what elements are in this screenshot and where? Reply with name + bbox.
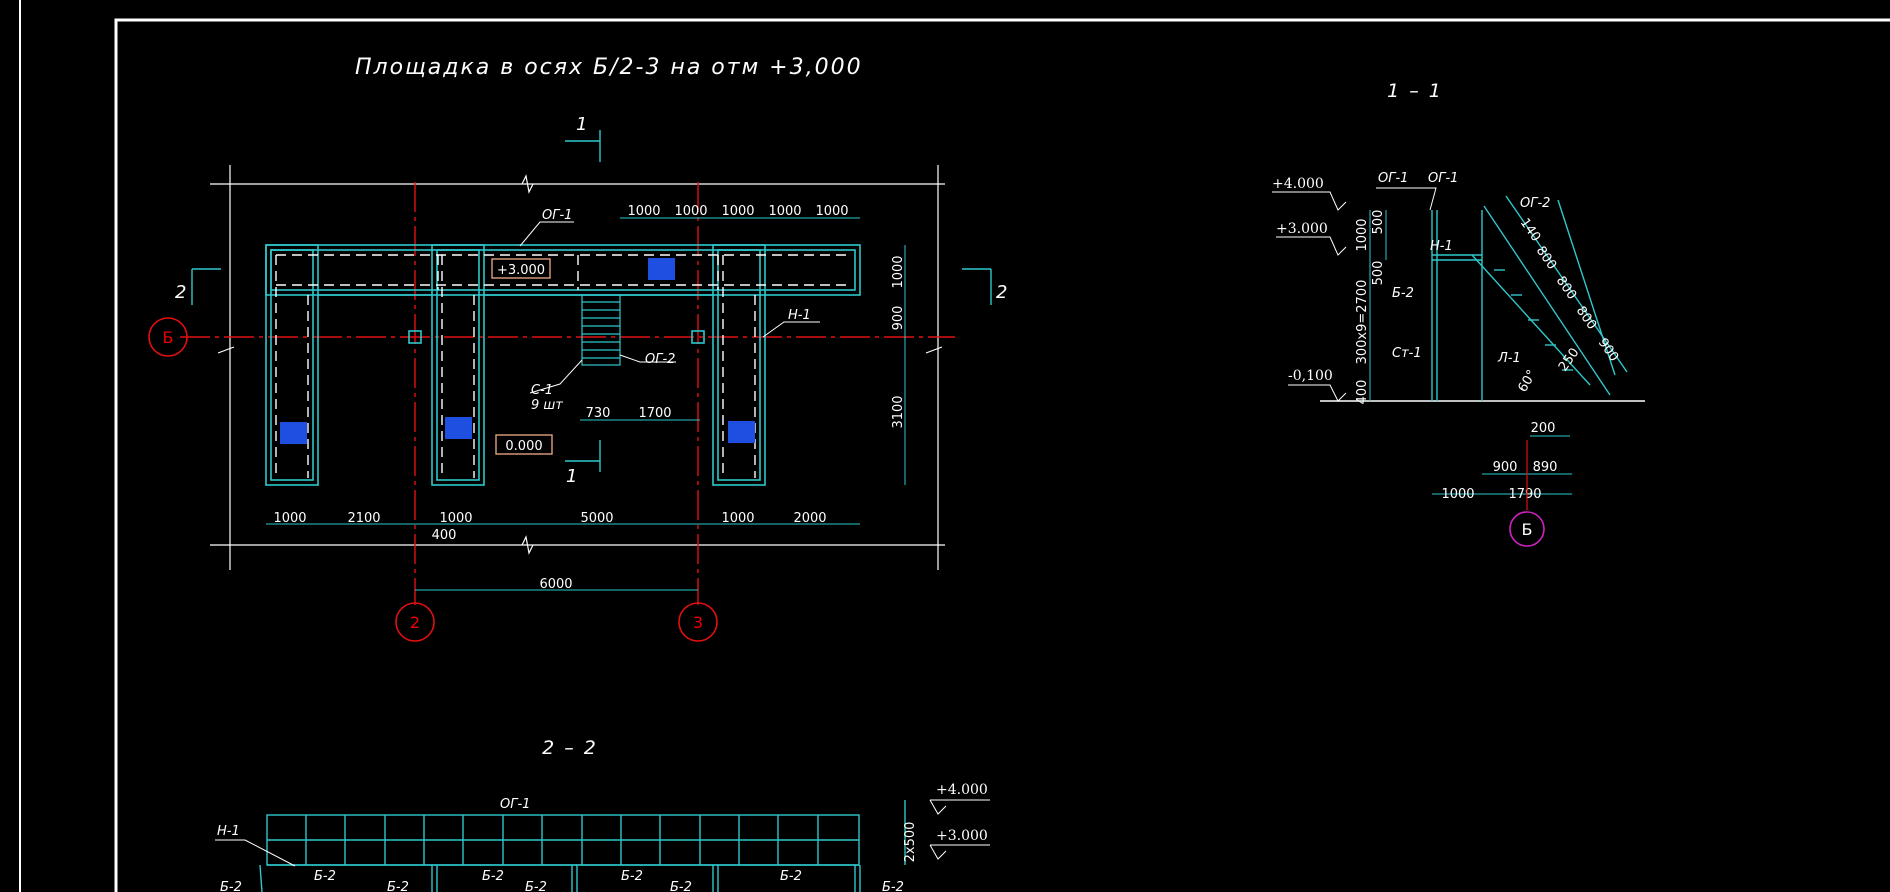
sec11-vdim: 500 — [1371, 210, 1386, 235]
plan-elev-lower: 0.000 — [505, 439, 542, 454]
sec22-elev-3: +3.000 — [936, 828, 988, 844]
sec22-label-b2: Б-2 — [780, 869, 802, 884]
hatch-mark — [445, 417, 472, 439]
plan-dim-right: 1000 — [891, 255, 906, 288]
plan-dim-bottom: 5000 — [580, 511, 613, 526]
sec11-dim-1000: 1000 — [1441, 487, 1474, 502]
plan-dim-top: 1000 — [721, 204, 754, 219]
sec11-dim-200: 200 — [1531, 421, 1556, 436]
section11-title: 1 – 1 — [1387, 80, 1443, 102]
plan-section-mark-top: 1 — [576, 114, 587, 135]
plan-section-mark-bottom: 1 — [566, 466, 577, 487]
sec22-label-n1: Н-1 — [217, 824, 240, 839]
plan-dim-1700: 1700 — [638, 406, 671, 421]
plan-dim-bottom: 1000 — [439, 511, 472, 526]
plan-label-n1: Н-1 — [788, 308, 811, 323]
plan-dim-top: 1000 — [815, 204, 848, 219]
sec11-axis-bubble-b — [1509, 511, 1545, 547]
sec22-dim-2x500: 2х500 — [903, 822, 918, 863]
sec11-stair-dim: 800 — [1573, 304, 1600, 333]
plan-dim-400: 400 — [432, 528, 457, 543]
sec22-label-b2: Б-2 — [220, 880, 242, 892]
sec11-vdim: 500 — [1371, 261, 1386, 286]
plan-label-c1-qty: 9 шт — [531, 398, 563, 413]
sec11-vdim: 300х9=2700 — [1355, 280, 1370, 365]
sec11-label-st1: Ст-1 — [1392, 346, 1422, 361]
plan-dim-top: 1000 — [674, 204, 707, 219]
plan-dim-right: 900 — [891, 306, 906, 331]
sec22-label-b2: Б-2 — [482, 869, 504, 884]
plan-dim-bottom: 2000 — [793, 511, 826, 526]
axis-bubble-3 — [678, 602, 718, 642]
sec11-vdim: 400 — [1355, 380, 1370, 405]
axis-bubble-2 — [395, 602, 435, 642]
sec22-label-og1: ОГ-1 — [500, 797, 530, 812]
sec22-label-b2: Б-2 — [525, 880, 547, 892]
axis-bubble-b — [148, 317, 188, 357]
hatch-mark — [280, 422, 307, 444]
sec11-dim-890: 890 — [1533, 460, 1558, 475]
sec11-label-b2: Б-2 — [1392, 286, 1414, 301]
sec11-label-og2: ОГ-2 — [1520, 196, 1550, 211]
sec22-label-b2: Б-2 — [387, 880, 409, 892]
sec22-label-b2: Б-2 — [314, 869, 336, 884]
plan-dim-bottom: 1000 — [721, 511, 754, 526]
sec11-elev-3: +3.000 — [1276, 221, 1328, 237]
plan-elev-upper: +3.000 — [497, 263, 545, 278]
plan-dim-top: 1000 — [768, 204, 801, 219]
hatch-mark — [648, 258, 675, 280]
sec11-axis-label-b: Б — [1522, 520, 1533, 539]
section-1-1: 1 – 1 1000 500 500 300х9=2700 400 — [1272, 80, 1645, 547]
plan-dim-bottom: 1000 — [273, 511, 306, 526]
plan-dim-right: 3100 — [891, 395, 906, 428]
sec22-elev-4: +4.000 — [936, 782, 988, 798]
plan-view: Площадка в осях Б/2-3 на отм +3,000 Б 2 … — [148, 55, 1007, 642]
plan-title: Площадка в осях Б/2-3 на отм +3,000 — [355, 55, 863, 80]
sec11-label-og1b: ОГ-1 — [1428, 171, 1458, 186]
section22-title: 2 – 2 — [542, 737, 598, 759]
sec11-label-n1: Н-1 — [1430, 239, 1453, 254]
axis-label-3: 3 — [693, 613, 703, 632]
section-2-2: 2 – 2 — [215, 737, 990, 892]
plan-label-c1: С-1 — [531, 383, 553, 398]
axis-label-b: Б — [163, 328, 174, 347]
plan-section-mark-right: 2 — [996, 282, 1007, 303]
sec11-dim-1790: 1790 — [1508, 487, 1541, 502]
sec22-label-b2: Б-2 — [882, 880, 904, 892]
plan-dim-bottom: 2100 — [347, 511, 380, 526]
sec22-label-b2: Б-2 — [621, 869, 643, 884]
sec22-label-b2: Б-2 — [670, 880, 692, 892]
sec11-label-l1: Л-1 — [1497, 351, 1521, 366]
sec11-elev-4: +4.000 — [1272, 176, 1324, 192]
sec11-angle: 60° — [1515, 368, 1540, 395]
plan-dim-6000: 6000 — [539, 577, 572, 592]
sec11-stair-dim: 900 — [1595, 336, 1622, 365]
hatch-mark — [728, 421, 755, 443]
sec11-stair-dim: 140 — [1517, 216, 1544, 245]
plan-label-og2: ОГ-2 — [645, 352, 675, 367]
sec11-stair-dim: 800 — [1553, 274, 1580, 303]
plan-section-mark-left: 2 — [175, 282, 186, 303]
plan-label-og1: ОГ-1 — [542, 208, 572, 223]
plan-dim-730: 730 — [586, 406, 611, 421]
sheet-border-inner — [114, 18, 1890, 892]
sec11-elev-m01: -0,100 — [1288, 368, 1333, 384]
sec11-dim-900: 900 — [1493, 460, 1518, 475]
sec11-vdim: 1000 — [1355, 218, 1370, 251]
sec11-stair-dim: 250 — [1556, 345, 1583, 374]
sec11-label-og1a: ОГ-1 — [1378, 171, 1408, 186]
axis-label-2: 2 — [410, 613, 420, 632]
plan-dim-top: 1000 — [627, 204, 660, 219]
